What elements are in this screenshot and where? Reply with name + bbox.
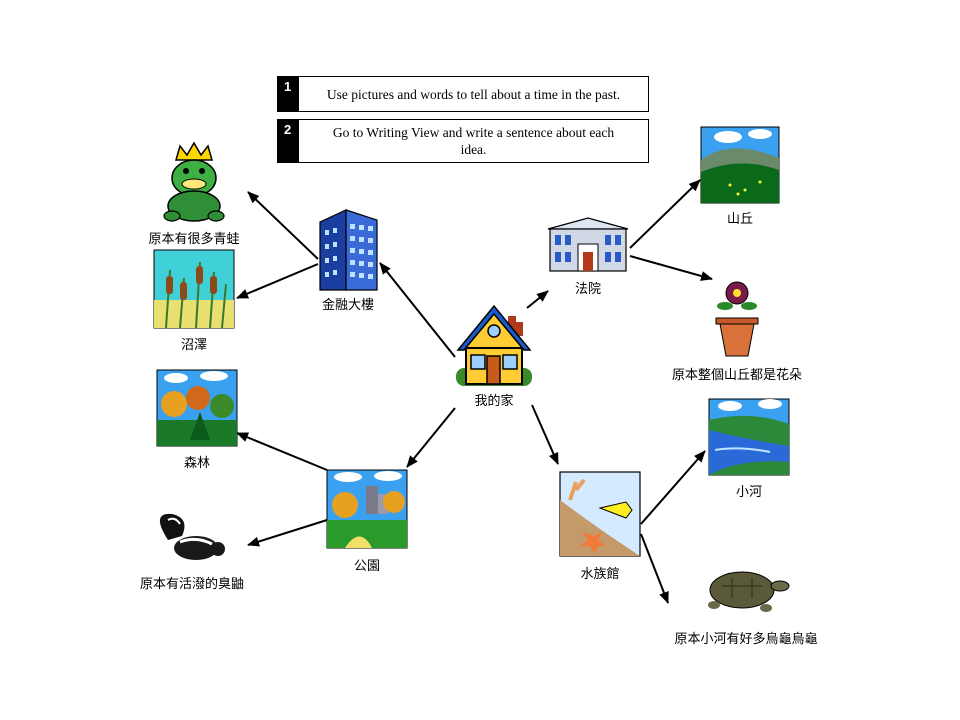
instruction-step-2: 2 Go to Writing View and write a sentenc…: [277, 119, 649, 163]
house-icon[interactable]: [456, 304, 532, 386]
node-label-marsh[interactable]: 沼澤: [180, 338, 208, 353]
connectors: [236, 179, 713, 604]
arrow-courthouse-to-hill: [629, 179, 701, 249]
node-label-skunk[interactable]: 原本有活潑的臭鼬: [139, 577, 245, 592]
arrow-home-to-park: [406, 407, 456, 468]
step-number: 2: [278, 120, 299, 162]
arrow-aquarium-to-turtle: [640, 533, 669, 604]
courthouse-icon[interactable]: [547, 217, 629, 272]
river-icon[interactable]: [708, 398, 790, 476]
arrow-bank-to-frog: [247, 191, 319, 260]
node-label-aquarium[interactable]: 水族館: [580, 567, 620, 582]
node-label-bank-building[interactable]: 金融大樓: [321, 298, 375, 313]
arrow-park-to-forest: [236, 432, 328, 471]
node-label-flowers[interactable]: 原本整個山丘都是花朵: [671, 368, 803, 383]
arrow-bank-to-marsh: [236, 263, 319, 299]
node-label-frogs[interactable]: 原本有很多青蛙: [148, 232, 240, 247]
cattail-marsh-icon[interactable]: [153, 249, 235, 329]
node-label-home[interactable]: 我的家: [474, 394, 514, 409]
arrow-home-to-bank: [379, 262, 456, 358]
step-number: 1: [278, 77, 299, 111]
flower-pot-icon[interactable]: [715, 281, 759, 357]
arrow-courthouse-to-flowers: [629, 255, 713, 281]
step-text: Go to Writing View and write a sentence …: [332, 125, 615, 157]
forest-icon[interactable]: [156, 369, 238, 447]
arrow-home-to-aquarium: [531, 404, 559, 465]
office-tower-icon[interactable]: [319, 209, 378, 291]
instruction-step-1: 1 Use pictures and words to tell about a…: [277, 76, 649, 112]
node-label-river[interactable]: 小河: [735, 485, 763, 500]
node-label-courthouse[interactable]: 法院: [574, 282, 602, 297]
arrow-home-to-courthouse: [526, 290, 549, 309]
frog-prince-icon[interactable]: [163, 141, 225, 222]
park-icon[interactable]: [326, 469, 408, 549]
step-text: Use pictures and words to tell about a t…: [326, 86, 621, 102]
hill-landscape-icon[interactable]: [700, 126, 780, 204]
node-label-park[interactable]: 公園: [353, 559, 381, 574]
node-label-forest[interactable]: 森林: [183, 456, 211, 471]
node-label-hill[interactable]: 山丘: [726, 212, 754, 227]
arrow-park-to-skunk: [247, 519, 328, 547]
aquarium-icon[interactable]: [559, 471, 641, 557]
node-label-turtles[interactable]: 原本小河有好多烏龜烏龜: [674, 632, 818, 647]
skunk-icon[interactable]: [159, 513, 225, 560]
arrow-aquarium-to-river: [640, 450, 706, 525]
turtle-icon[interactable]: [708, 571, 790, 612]
